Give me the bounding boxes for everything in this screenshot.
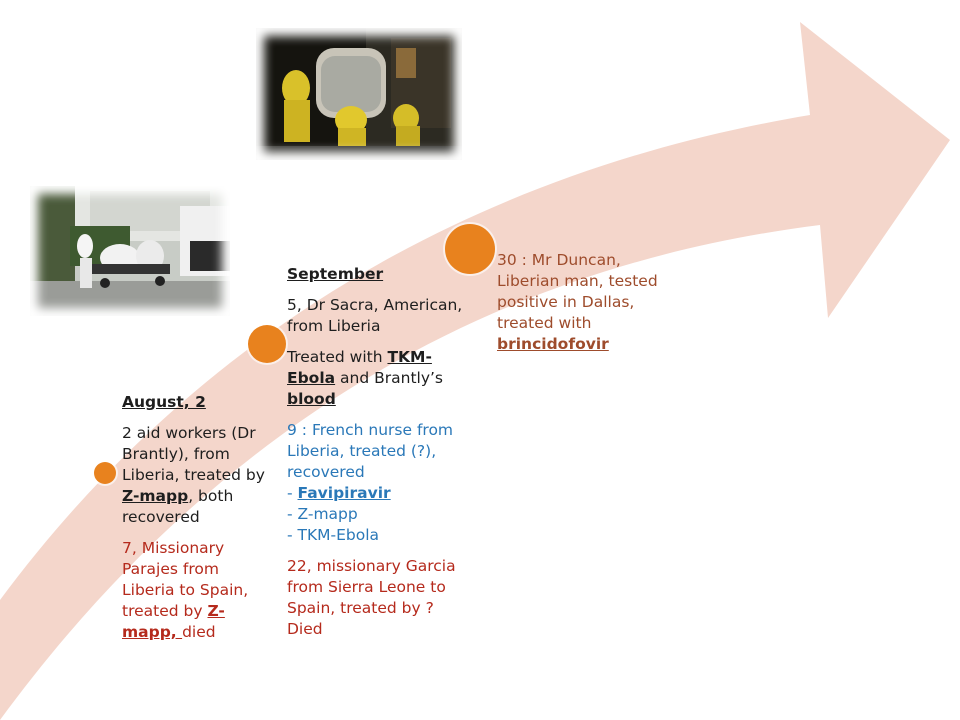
blood-link[interactable]: blood [287, 390, 336, 408]
z-mapp-link-2[interactable]: Z-mapp, [122, 602, 225, 641]
brincidofovir-link[interactable]: brincidofovir [497, 335, 609, 353]
september-entry-3-item-3: - TKM-Ebola [287, 526, 380, 544]
september-block: September 5, Dr Sacra, American, from Li… [287, 264, 467, 650]
item-1-prefix: - [287, 484, 298, 502]
september-entry-3-intro: 9 : French nurse from Liberia, treated (… [287, 421, 454, 481]
z-mapp-link[interactable]: Z-mapp [122, 487, 189, 505]
august-entry-2: 7, Missionary Parajes from Liberia to Sp… [122, 538, 267, 643]
august-block: August, 2 2 aid workers (Dr Brantly), fr… [122, 392, 267, 653]
september-entry-1: 5, Dr Sacra, American, from Liberia [287, 296, 463, 335]
august-entry-1-text: 2 aid workers (Dr Brantly), from Liberia… [122, 424, 265, 484]
timeline-dot-late-september [445, 224, 495, 274]
august-entry-2-text-end: died [182, 623, 216, 641]
september-entry-2: Treated with TKM-Ebola and Brantly’s blo… [287, 347, 467, 410]
august-entry-2-text: 7, Missionary Parajes from Liberia to Sp… [122, 539, 249, 620]
late-september-entry-text: 30 : Mr Duncan, Liberian man, tested pos… [497, 251, 658, 332]
august-heading: August, 2 [122, 393, 206, 411]
favipiravir-link[interactable]: Favipiravir [297, 484, 391, 502]
september-entry-3-item-1: - Favipiravir [287, 483, 467, 504]
august-entry-1-text-end: , both recovered [122, 487, 234, 526]
august-entry-1: 2 aid workers (Dr Brantly), from Liberia… [122, 423, 267, 528]
september-photo [256, 28, 462, 160]
august-photo [30, 186, 230, 316]
late-september-block: 30 : Mr Duncan, Liberian man, tested pos… [497, 250, 669, 365]
september-entry-2-text-mid: and Brantly’s [335, 369, 444, 387]
timeline-dot-september [248, 325, 286, 363]
september-heading: September [287, 265, 384, 283]
september-entry-3-item-2: - Z-mapp [287, 505, 358, 523]
tkm-ebola-link[interactable]: TKM-Ebola [287, 348, 432, 387]
timeline-dot-august [94, 462, 116, 484]
late-september-entry: 30 : Mr Duncan, Liberian man, tested pos… [497, 250, 669, 355]
september-entry-2-text: Treated with [287, 348, 388, 366]
september-entry-3: 9 : French nurse from Liberia, treated (… [287, 420, 467, 546]
timeline-arrow-shape [0, 22, 950, 720]
september-entry-4: 22, missionary Garcia from Sierra Leone … [287, 557, 456, 638]
